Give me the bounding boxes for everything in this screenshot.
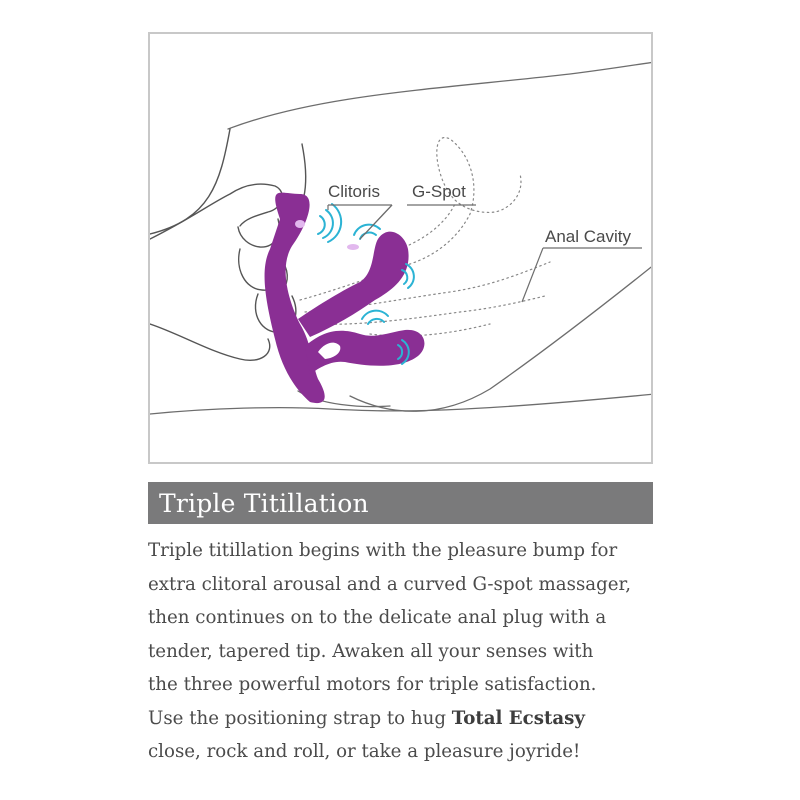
description-line: Use the positioning strap to hug Total E…	[148, 702, 658, 736]
description-line: the three powerful motors for triple sat…	[148, 674, 597, 695]
label-anal-cavity: Anal Cavity	[545, 227, 631, 246]
description-text: Triple titillation begins with the pleas…	[148, 534, 658, 769]
label-gspot: G-Spot	[412, 182, 466, 201]
anatomy-diagram	[150, 61, 651, 415]
callout-lines	[327, 204, 642, 303]
description-line: tender, tapered tip. Awaken all your sen…	[148, 640, 594, 662]
description-text-segment: Use the positioning strap to hug	[148, 707, 446, 729]
section-title: Triple Titillation	[159, 488, 369, 518]
product-shape	[264, 192, 425, 404]
section-banner: Triple Titillation	[148, 482, 653, 524]
product-illustration: Clitoris G-Spot Anal Cavity	[148, 32, 653, 464]
description-line: close, rock and roll, or take a pleasure…	[148, 741, 581, 762]
description-line: extra clitoral arousal and a curved G-sp…	[148, 573, 632, 595]
description-line: Triple titillation begins with the pleas…	[148, 540, 618, 561]
label-clitoris: Clitoris	[328, 182, 380, 201]
product-name: Total Ecstasy	[451, 707, 585, 729]
description-line: then continues on to the delicate anal p…	[148, 607, 607, 628]
stimulation-points	[295, 220, 359, 250]
